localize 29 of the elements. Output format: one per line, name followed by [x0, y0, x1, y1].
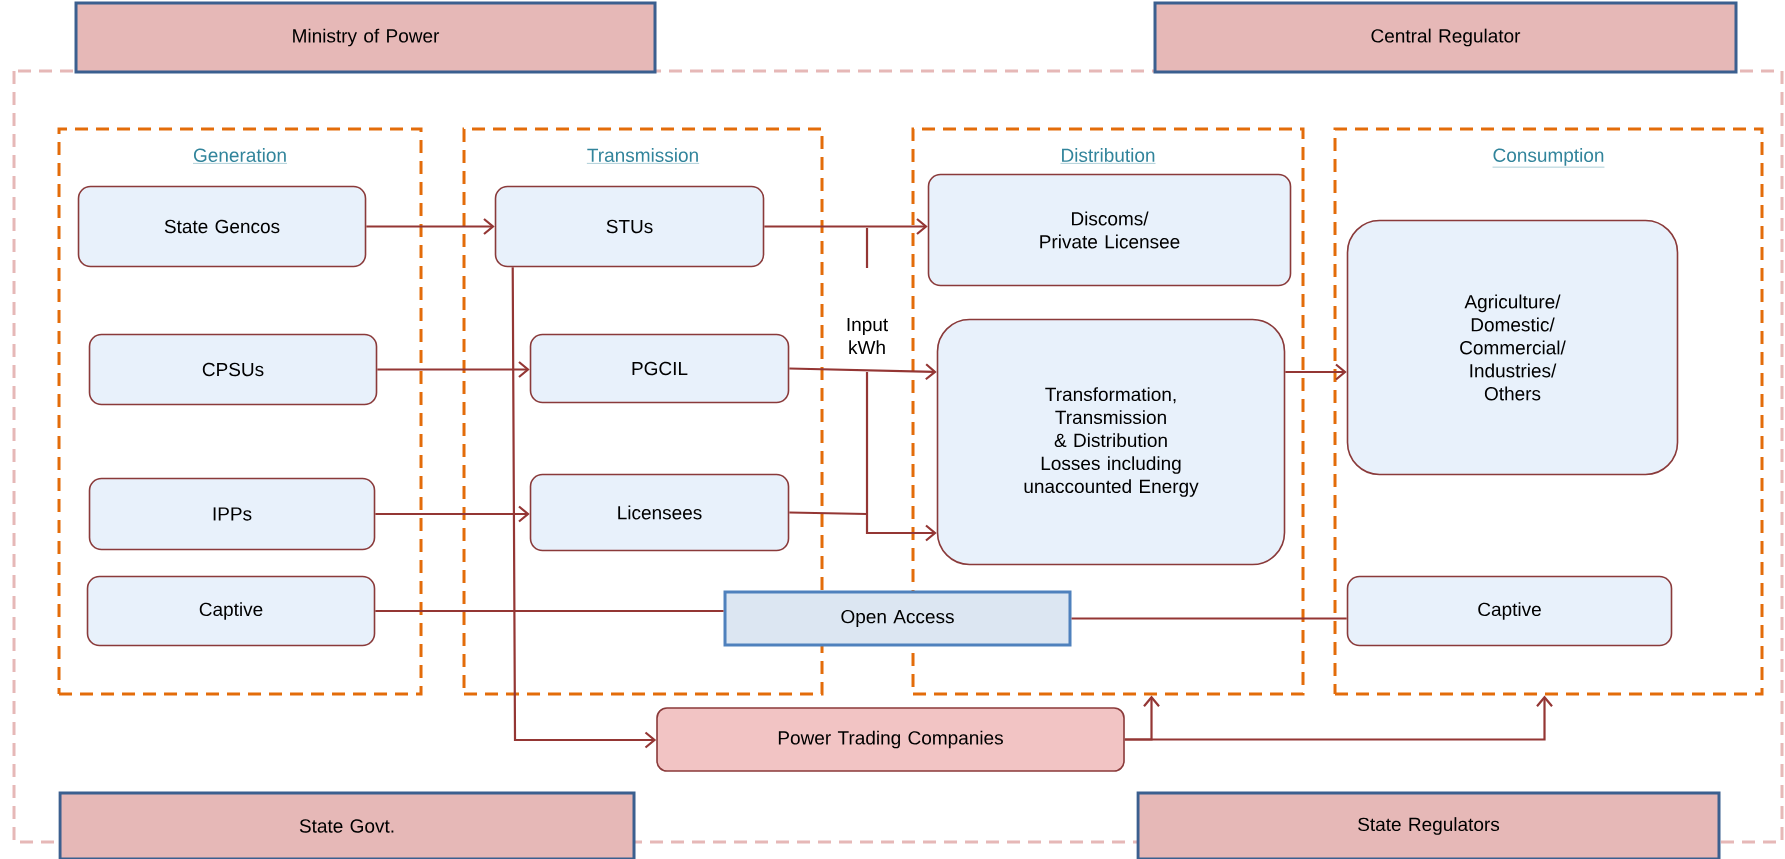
trading-box: Power Trading Companies	[656, 707, 1125, 772]
entity-box: IPPs	[88, 477, 376, 551]
connector-line	[1071, 617, 1347, 620]
entity-box: Captive	[86, 575, 376, 647]
entity-box: Agriculture/ Domestic/ Commercial/ Industries/ Others	[1346, 219, 1679, 476]
access-box: Open Access	[723, 590, 1072, 647]
authority-box: State Govt.	[58, 791, 636, 859]
arrow	[375, 505, 530, 523]
arrow	[1285, 363, 1347, 381]
entity-box: Discoms/ Private Licensee	[927, 173, 1292, 287]
entity-box: State Gencos	[77, 185, 367, 268]
arrow	[1124, 695, 1553, 741]
arrow	[511, 267, 657, 749]
entity-box: CPSUs	[88, 333, 378, 406]
flow-label: Input kWh	[847, 317, 888, 355]
arrow	[763, 218, 928, 270]
entity-box: Licensees	[529, 473, 790, 552]
arrow	[788, 370, 937, 542]
authority-box: State Regulators	[1136, 791, 1721, 859]
arrow	[366, 218, 495, 235]
entity-box: Transformation, Transmission & Distribution Losses including unaccounted Energy	[936, 318, 1286, 566]
authority-box: Ministry of Power	[74, 1, 657, 74]
arrow	[789, 363, 937, 381]
entity-box: STUs	[494, 185, 765, 268]
connector-line	[375, 609, 724, 613]
arrow	[377, 361, 530, 378]
entity-box: Captive	[1346, 575, 1673, 647]
authority-box: Central Regulator	[1153, 1, 1738, 74]
entity-box: PGCIL	[529, 333, 790, 404]
